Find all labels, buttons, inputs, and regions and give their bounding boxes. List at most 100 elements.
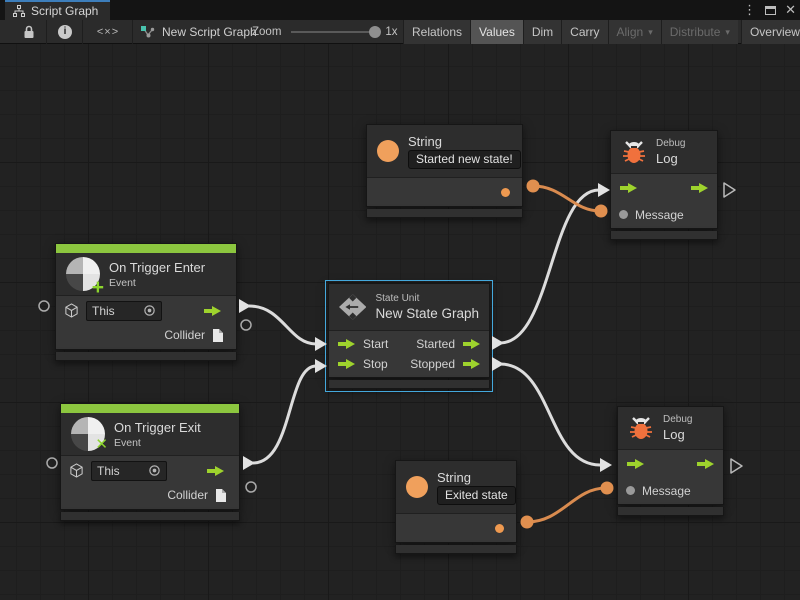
overview-label: Overview: [749, 25, 800, 39]
stopped-port-label: Stopped: [410, 357, 455, 371]
node-on-trigger-enter[interactable]: + On Trigger Enter Event This Col: [55, 243, 237, 361]
stopped-output-port[interactable]: [462, 358, 481, 370]
event-node-accent-bar: [61, 404, 239, 413]
overview-button[interactable]: Overview: [740, 20, 800, 44]
flow-input-port[interactable]: [619, 182, 638, 194]
node-title: New State Graph: [375, 306, 479, 321]
align-dropdown[interactable]: Align ▾: [607, 20, 661, 44]
start-port-label: Start: [363, 337, 389, 351]
started-output-port[interactable]: [462, 338, 481, 350]
zoom-value: 1x: [385, 26, 398, 38]
collider-doc-icon[interactable]: [212, 328, 224, 343]
string-output-port[interactable]: [501, 187, 510, 197]
lock-button[interactable]: [14, 20, 44, 44]
message-input-port[interactable]: [619, 210, 628, 219]
info-button[interactable]: i: [50, 20, 80, 44]
node-title: Log: [663, 427, 685, 442]
node-title: On Trigger Enter: [109, 259, 206, 275]
close-icon[interactable]: ✕: [785, 2, 796, 17]
tab-bar: Script Graph ⋮ ✕: [0, 0, 800, 20]
state-unit-icon: [339, 294, 367, 320]
node-footer: [55, 352, 237, 361]
node-debug-log-bottom[interactable]: Debug Log Message: [617, 406, 724, 516]
chevron-down-icon: ▾: [648, 26, 653, 37]
align-label: Align: [616, 25, 644, 39]
gameobject-cube-icon: [65, 303, 78, 318]
toolbar-separator: [132, 20, 133, 44]
node-kicker: State Unit: [375, 293, 420, 304]
node-footer: [60, 512, 240, 521]
graph-breadcrumb[interactable]: New Script Graph: [140, 20, 257, 44]
window-menu-icon[interactable]: ⋮: [743, 2, 757, 17]
object-picker-icon[interactable]: [143, 304, 156, 317]
flow-input-port[interactable]: [626, 458, 645, 470]
graph-name: New Script Graph: [162, 25, 257, 39]
node-string-top[interactable]: String Started new state!: [366, 124, 523, 218]
stop-port-label: Stop: [363, 357, 388, 371]
collider-port-label: Collider: [164, 328, 205, 342]
x-mark: ✕: [95, 436, 108, 453]
string-type-icon: [377, 140, 399, 162]
relations-button[interactable]: Relations: [403, 20, 471, 44]
node-string-bottom[interactable]: String Exited state: [395, 460, 517, 554]
zoom-slider[interactable]: [291, 26, 382, 38]
string-value-field[interactable]: Exited state: [437, 486, 516, 505]
start-input-port[interactable]: [337, 338, 356, 350]
carry-button[interactable]: Carry: [561, 20, 608, 44]
string-value-field[interactable]: Started new state!: [408, 150, 521, 169]
window-controls: ⋮ ✕: [743, 0, 796, 20]
node-kicker: Debug: [663, 414, 693, 425]
chevron-down-icon: ▾: [725, 26, 730, 37]
node-on-trigger-exit[interactable]: ✕ On Trigger Exit Event This Coll: [60, 403, 240, 521]
flow-output-port[interactable]: [690, 182, 709, 194]
node-title: Log: [656, 151, 678, 166]
maximize-icon[interactable]: [765, 5, 777, 15]
carry-label: Carry: [570, 25, 600, 39]
node-title: String: [408, 134, 442, 149]
on-trigger-exit-icon: ✕: [71, 417, 108, 453]
zoom-label: Zoom: [252, 26, 282, 38]
tab-title: Script Graph: [31, 4, 99, 18]
distribute-dropdown[interactable]: Distribute ▾: [660, 20, 738, 44]
dim-button[interactable]: Dim: [522, 20, 562, 44]
toolbar-separator: [82, 20, 83, 44]
code-view-button[interactable]: <×>: [88, 20, 128, 44]
node-footer: [610, 231, 718, 240]
zoom-slider-handle[interactable]: [369, 26, 382, 38]
node-footer: [366, 209, 523, 218]
node-debug-log-top[interactable]: Debug Log Message: [610, 130, 718, 240]
distribute-label: Distribute: [669, 25, 721, 39]
event-node-accent-bar: [56, 244, 236, 253]
started-port-label: Started: [416, 337, 455, 351]
info-icon: i: [58, 25, 72, 39]
zoom-control: Zoom 1x: [252, 20, 398, 44]
toolbar-separator: [46, 20, 47, 44]
message-input-port[interactable]: [626, 486, 635, 495]
values-label: Values: [479, 25, 515, 39]
toolbar: i <×> New Script Graph Zoom 1x Relations…: [0, 20, 800, 44]
this-value: This: [97, 463, 120, 478]
node-subtitle: Event: [114, 436, 141, 449]
stop-input-port[interactable]: [337, 358, 356, 370]
node-state-unit[interactable]: State Unit New State Graph Start Started…: [325, 280, 493, 392]
script-graph-icon: [141, 26, 155, 38]
message-port-label: Message: [642, 483, 691, 498]
on-trigger-enter-icon: +: [66, 257, 104, 298]
relations-label: Relations: [412, 25, 463, 39]
node-title: String: [437, 470, 471, 485]
plus-mark: +: [91, 276, 104, 299]
node-title: On Trigger Exit: [114, 419, 201, 435]
flow-output-port[interactable]: [206, 465, 225, 477]
string-output-port[interactable]: [495, 523, 504, 533]
node-footer: [328, 380, 490, 389]
this-target-field[interactable]: This: [91, 460, 167, 481]
flow-output-port[interactable]: [696, 458, 715, 470]
object-picker-icon[interactable]: [148, 464, 161, 477]
values-button[interactable]: Values: [470, 20, 523, 44]
flow-output-port[interactable]: [203, 305, 222, 317]
this-target-field[interactable]: This: [86, 300, 162, 321]
bug-icon: [623, 141, 645, 163]
collider-doc-icon[interactable]: [215, 488, 227, 503]
node-footer: [395, 545, 517, 554]
tab-script-graph[interactable]: Script Graph: [5, 0, 111, 20]
